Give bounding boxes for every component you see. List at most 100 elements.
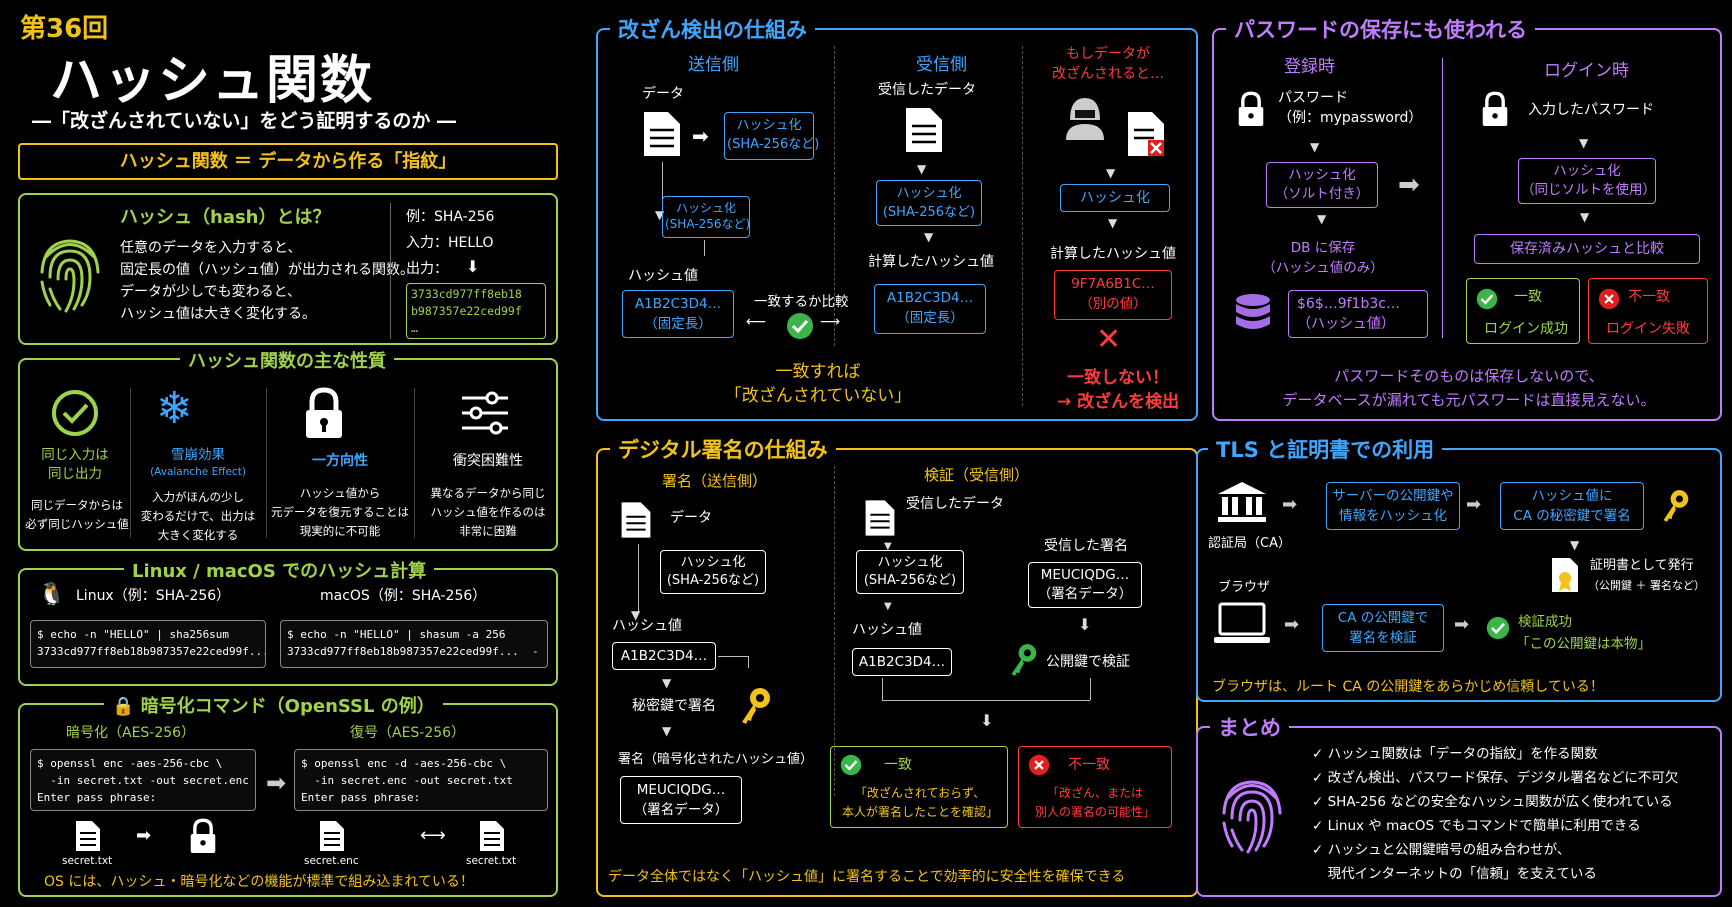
lock-icon bbox=[1482, 91, 1508, 127]
attack-calc-label: 計算したハッシュ値 bbox=[1050, 246, 1176, 262]
red-x-icon: ✕ bbox=[1096, 322, 1122, 357]
sign-hash-label: ハッシュ値 bbox=[612, 618, 682, 634]
x-circle-icon bbox=[1028, 754, 1050, 776]
what-line-1: 任意のデータを入力すると、 bbox=[120, 240, 302, 256]
properties-title: ハッシュ関数の主な性質 bbox=[180, 347, 394, 373]
properties-panel: ハッシュ関数の主な性質 同じ入力は 同じ出力 同じデータからは 必ず同じハッシュ… bbox=[18, 347, 558, 551]
browser-label: ブラウザ bbox=[1218, 580, 1271, 595]
check-circle-icon bbox=[1476, 288, 1498, 310]
tls-sign-box: ハッシュ値に CA の秘密鍵で署名 bbox=[1500, 482, 1644, 530]
file-label-2: secret.enc bbox=[304, 855, 359, 867]
encryption-title: 🔒 暗号化コマンド（OpenSSL の例） bbox=[104, 692, 443, 718]
public-key-label: 公開鍵で検証 bbox=[1046, 654, 1130, 670]
signature-ng-box bbox=[1018, 746, 1172, 828]
what-line-4: ハッシュ値は大きく変化する。 bbox=[120, 306, 316, 322]
file-label-1: secret.txt bbox=[62, 855, 113, 867]
hash-same-salt-box: ハッシュ化 （同じソルトを使用） bbox=[1518, 158, 1656, 204]
sender-data-label: データ bbox=[642, 86, 684, 102]
file-icon bbox=[320, 821, 344, 851]
sender-hash-value-label: ハッシュ値 bbox=[628, 268, 698, 284]
main-banner: ハッシュ関数 ＝ データから作る「指紋」 bbox=[18, 143, 558, 180]
key-icon bbox=[742, 688, 770, 724]
recv-calc-label: 計算したハッシュ値 bbox=[868, 254, 994, 270]
encryption-footer: OS には、ハッシュ・暗号化などの機能が標準で組み込まれている！ bbox=[44, 874, 474, 890]
login-label: ログイン時 bbox=[1544, 61, 1629, 81]
signature-panel: デジタル署名の仕組み 署名（送信側） 検証（受信側） データ ▼ ハッシュ化 (… bbox=[596, 434, 1198, 897]
recv-hash-box: ハッシュ化 (SHA-256など) bbox=[876, 180, 982, 226]
recv-data-label: 受信したデータ bbox=[878, 82, 976, 98]
password-footer: パスワードそのものは保存しないので、 データベースが漏れても元パスワードは直接見… bbox=[1282, 367, 1656, 409]
verify-hash-box: ハッシュ化 (SHA-256など) bbox=[856, 550, 964, 594]
document-icon bbox=[865, 500, 895, 536]
tampered-file-icon bbox=[1128, 112, 1164, 156]
linux-icon: 🐧 bbox=[38, 582, 66, 607]
verify-data-label: 受信したデータ bbox=[906, 496, 1004, 512]
prop-1-name: 同じ入力は 同じ出力 bbox=[41, 447, 109, 482]
tls-ok-sub: 「この公開鍵は本物」 bbox=[1516, 636, 1651, 652]
prop-2-name: 雪崩効果 bbox=[171, 447, 225, 463]
received-signature-label: 受信した署名 bbox=[1044, 538, 1128, 554]
tls-title: TLS と証明書での利用 bbox=[1208, 434, 1443, 464]
small-lock-icon: 🔒 bbox=[112, 696, 141, 717]
bank-building-icon bbox=[1218, 482, 1266, 522]
match-message: 一致すれば 「改ざんされていない」 bbox=[724, 362, 912, 406]
attack-label: もしデータが 改ざんされると… bbox=[1052, 46, 1164, 82]
login-ng-label: 不一致 bbox=[1628, 289, 1670, 305]
encrypt-terminal: $ openssl enc -aes-256-cbc \ -in secret.… bbox=[30, 749, 256, 811]
summary-item: ✓ 改ざん検出、パスワード保存、デジタル署名などに不可欠 bbox=[1312, 770, 1679, 786]
check-circle-icon bbox=[787, 313, 813, 339]
what-line-2: 固定長の値（ハッシュ値）が出力される関数。 bbox=[120, 262, 414, 278]
command-panel: Linux / macOS でのハッシュ計算 🐧 Linux（例：SHA-256… bbox=[18, 557, 558, 686]
sign-hash-value: A1B2C3D4… bbox=[612, 642, 716, 670]
compare-label: 一致するか比較 bbox=[754, 294, 849, 310]
public-key-icon bbox=[1011, 644, 1037, 676]
summary-item: ✓ SHA-256 などの安全なハッシュ関数が広く使われている bbox=[1312, 794, 1673, 810]
check-circle-icon bbox=[1486, 616, 1510, 640]
lock-icon bbox=[1238, 91, 1264, 127]
encryption-title-text: 暗号化コマンド（OpenSSL の例） bbox=[140, 696, 435, 717]
sign-side-label: 署名（送信側） bbox=[662, 472, 768, 490]
login-ok-sub: ログイン成功 bbox=[1484, 321, 1568, 337]
example-output-label: 出力： bbox=[406, 261, 448, 277]
tls-hash-box: サーバーの公開鍵や 情報をハッシュ化 bbox=[1326, 482, 1460, 530]
sign-hash-box: ハッシュ化 (SHA-256など) bbox=[660, 550, 766, 594]
sender-hash-box-2: ハッシュ化 (SHA-256など) bbox=[662, 196, 750, 238]
tls-panel: TLS と証明書での利用 認証局（CA） ➡ サーバーの公開鍵や 情報をハッシュ… bbox=[1196, 434, 1722, 702]
decrypt-label: 復号（AES-256） bbox=[350, 725, 466, 741]
signature-ok-label: 一致 bbox=[884, 757, 912, 773]
tls-footer: ブラウザは、ルート CA の公開鍵をあらかじめ信頼している！ bbox=[1212, 679, 1604, 695]
fingerprint-icon bbox=[40, 239, 100, 313]
hash-salt-box: ハッシュ化 （ソルト付き） bbox=[1266, 162, 1378, 208]
attack-hash-box: ハッシュ化 bbox=[1060, 184, 1170, 212]
page-subtitle: ―「改ざんされていない」をどう証明するのか ― bbox=[32, 110, 457, 132]
summary-item: ✓ ハッシュと公開鍵暗号の組み合わせが、 現代インターネットの「信頼」を支えてい… bbox=[1312, 842, 1597, 882]
sender-label: 送信側 bbox=[688, 55, 739, 75]
signature-title: デジタル署名の仕組み bbox=[610, 434, 836, 464]
verify-hash-value: A1B2C3D4… bbox=[852, 648, 952, 676]
input-password-label: 入力したパスワード bbox=[1528, 102, 1654, 118]
signature-footer: データ全体ではなく「ハッシュ値」に署名することで効率的に安全性を確保できる bbox=[608, 869, 1126, 885]
document-icon bbox=[621, 502, 651, 538]
file-label-3: secret.txt bbox=[466, 855, 517, 867]
encryption-panel: 🔒 暗号化コマンド（OpenSSL の例） 暗号化（AES-256） 復号（AE… bbox=[18, 692, 558, 897]
login-success-box bbox=[1466, 278, 1580, 344]
signature-label: 署名（暗号化されたハッシュ値） bbox=[618, 752, 814, 767]
fingerprint-icon bbox=[1222, 780, 1282, 854]
sliders-icon bbox=[462, 391, 508, 435]
prop-3-desc: ハッシュ値から 元データを復元することは 現実的に不可能 bbox=[271, 486, 409, 538]
document-icon bbox=[644, 112, 680, 156]
decrypt-terminal: $ openssl enc -d -aes-256-cbc \ -in secr… bbox=[294, 749, 548, 811]
password-panel: パスワードの保存にも使われる 登録時 ログイン時 パスワード （例：mypass… bbox=[1212, 14, 1722, 421]
tamper-panel: 改ざん検出の仕組み 送信側 受信側 もしデータが 改ざんされると… データ ➡ … bbox=[596, 14, 1198, 421]
verify-ca-box: CA の公開鍵で 署名を検証 bbox=[1322, 604, 1444, 652]
padlock-icon bbox=[190, 818, 216, 854]
prop-2-sub: (Avalanche Effect) bbox=[150, 466, 246, 478]
verify-side-label: 検証（受信側） bbox=[924, 466, 1030, 484]
compare-stored-box: 保存済みハッシュと比較 bbox=[1474, 234, 1700, 264]
prop-1-desc: 同じデータからは 必ず同じハッシュ値 bbox=[25, 498, 129, 531]
laptop-icon bbox=[1214, 602, 1270, 643]
summary-panel: まとめ ✓ ハッシュ関数は「データの指紋」を作る関数 ✓ 改ざん検出、パスワード… bbox=[1196, 712, 1722, 897]
private-key-label: 秘密鍵で署名 bbox=[632, 698, 716, 714]
sign-data-label: データ bbox=[670, 510, 712, 526]
login-fail-box bbox=[1588, 278, 1708, 344]
